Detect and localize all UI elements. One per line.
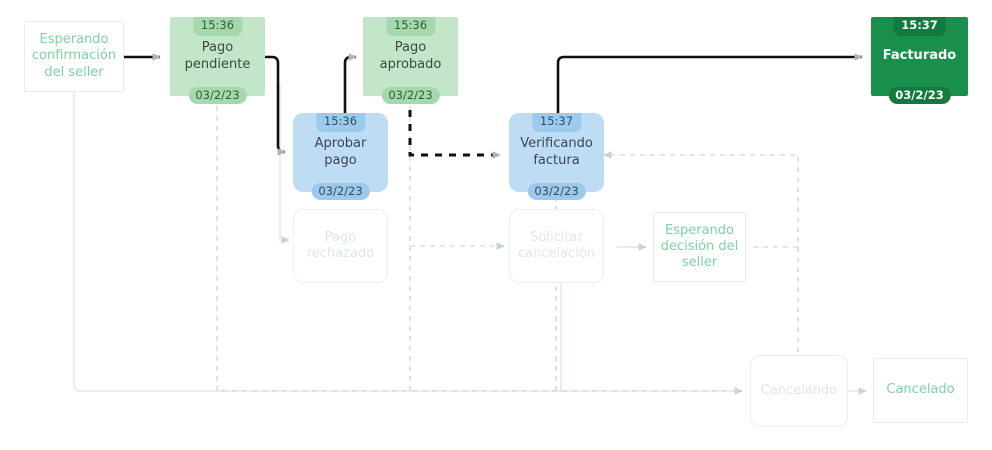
node-time-badge: 15:36 — [385, 17, 436, 36]
node-label: Pago aprobado — [379, 40, 442, 72]
node-verificando-factura[interactable]: 15:37 Verificando factura 03/2/23 — [509, 113, 604, 200]
node-label: Verificando factura — [520, 136, 593, 168]
node-label: Cancelando — [760, 382, 838, 398]
node-date-badge: 03/2/23 — [888, 86, 951, 104]
node-label: Facturado — [882, 48, 957, 64]
node-pago-pendiente[interactable]: 15:36 Pago pendiente 03/2/23 — [170, 17, 265, 104]
edge-esperando-decision-to-verificando — [603, 151, 799, 248]
node-time-badge: 15:37 — [893, 17, 946, 36]
edge-pago-pendiente-to-cancelando — [216, 96, 742, 392]
edge-pago-pendiente-to-aprobar-pago — [265, 55, 286, 156]
node-label: Aprobar pago — [314, 136, 367, 168]
node-pago-rechazado[interactable]: Pago rechazado — [293, 209, 388, 283]
edge-esperando-to-cancelando — [73, 92, 743, 395]
node-cancelado[interactable]: Cancelado — [873, 358, 968, 423]
node-label: Pago rechazado — [306, 229, 375, 261]
node-date-badge: 03/2/23 — [527, 182, 586, 200]
node-time-badge: 15:36 — [192, 17, 243, 36]
node-aprobar-pago[interactable]: 15:36 Aprobar pago 03/2/23 — [293, 113, 388, 200]
node-esperando-confirmacion-del-seller[interactable]: Esperando confirmación del seller — [24, 21, 124, 92]
node-pago-aprobado[interactable]: 15:36 Pago aprobado 03/2/23 — [363, 17, 458, 104]
node-date-badge: 03/2/23 — [381, 86, 440, 104]
node-time-badge: 15:37 — [531, 113, 582, 132]
node-cancelando[interactable]: Cancelando — [750, 355, 848, 427]
edge-pendiente-to-pago-rechazado — [279, 84, 290, 244]
node-time-badge: 15:36 — [315, 113, 366, 132]
edge-verificando-factura-to-facturado — [556, 53, 863, 118]
node-label: Esperando confirmación del seller — [31, 32, 117, 80]
node-label: Esperando decisión del seller — [660, 222, 739, 271]
node-label: Solicitar cancelación — [517, 229, 596, 261]
node-date-badge: 03/2/23 — [188, 86, 247, 104]
node-label: Cancelado — [886, 382, 955, 398]
node-label: Pago pendiente — [184, 40, 251, 72]
node-date-badge: 03/2/23 — [311, 182, 370, 200]
node-esperando-decision-del-seller[interactable]: Esperando decisión del seller — [653, 212, 746, 282]
edge-aprobar-pago-to-pago-aprobado — [343, 53, 357, 118]
node-solicitar-cancelacion[interactable]: Solicitar cancelación — [509, 209, 604, 283]
edge-pago-aprobado-to-verificando-factura — [408, 96, 501, 159]
node-facturado[interactable]: 15:37 Facturado 03/2/23 — [871, 17, 968, 104]
